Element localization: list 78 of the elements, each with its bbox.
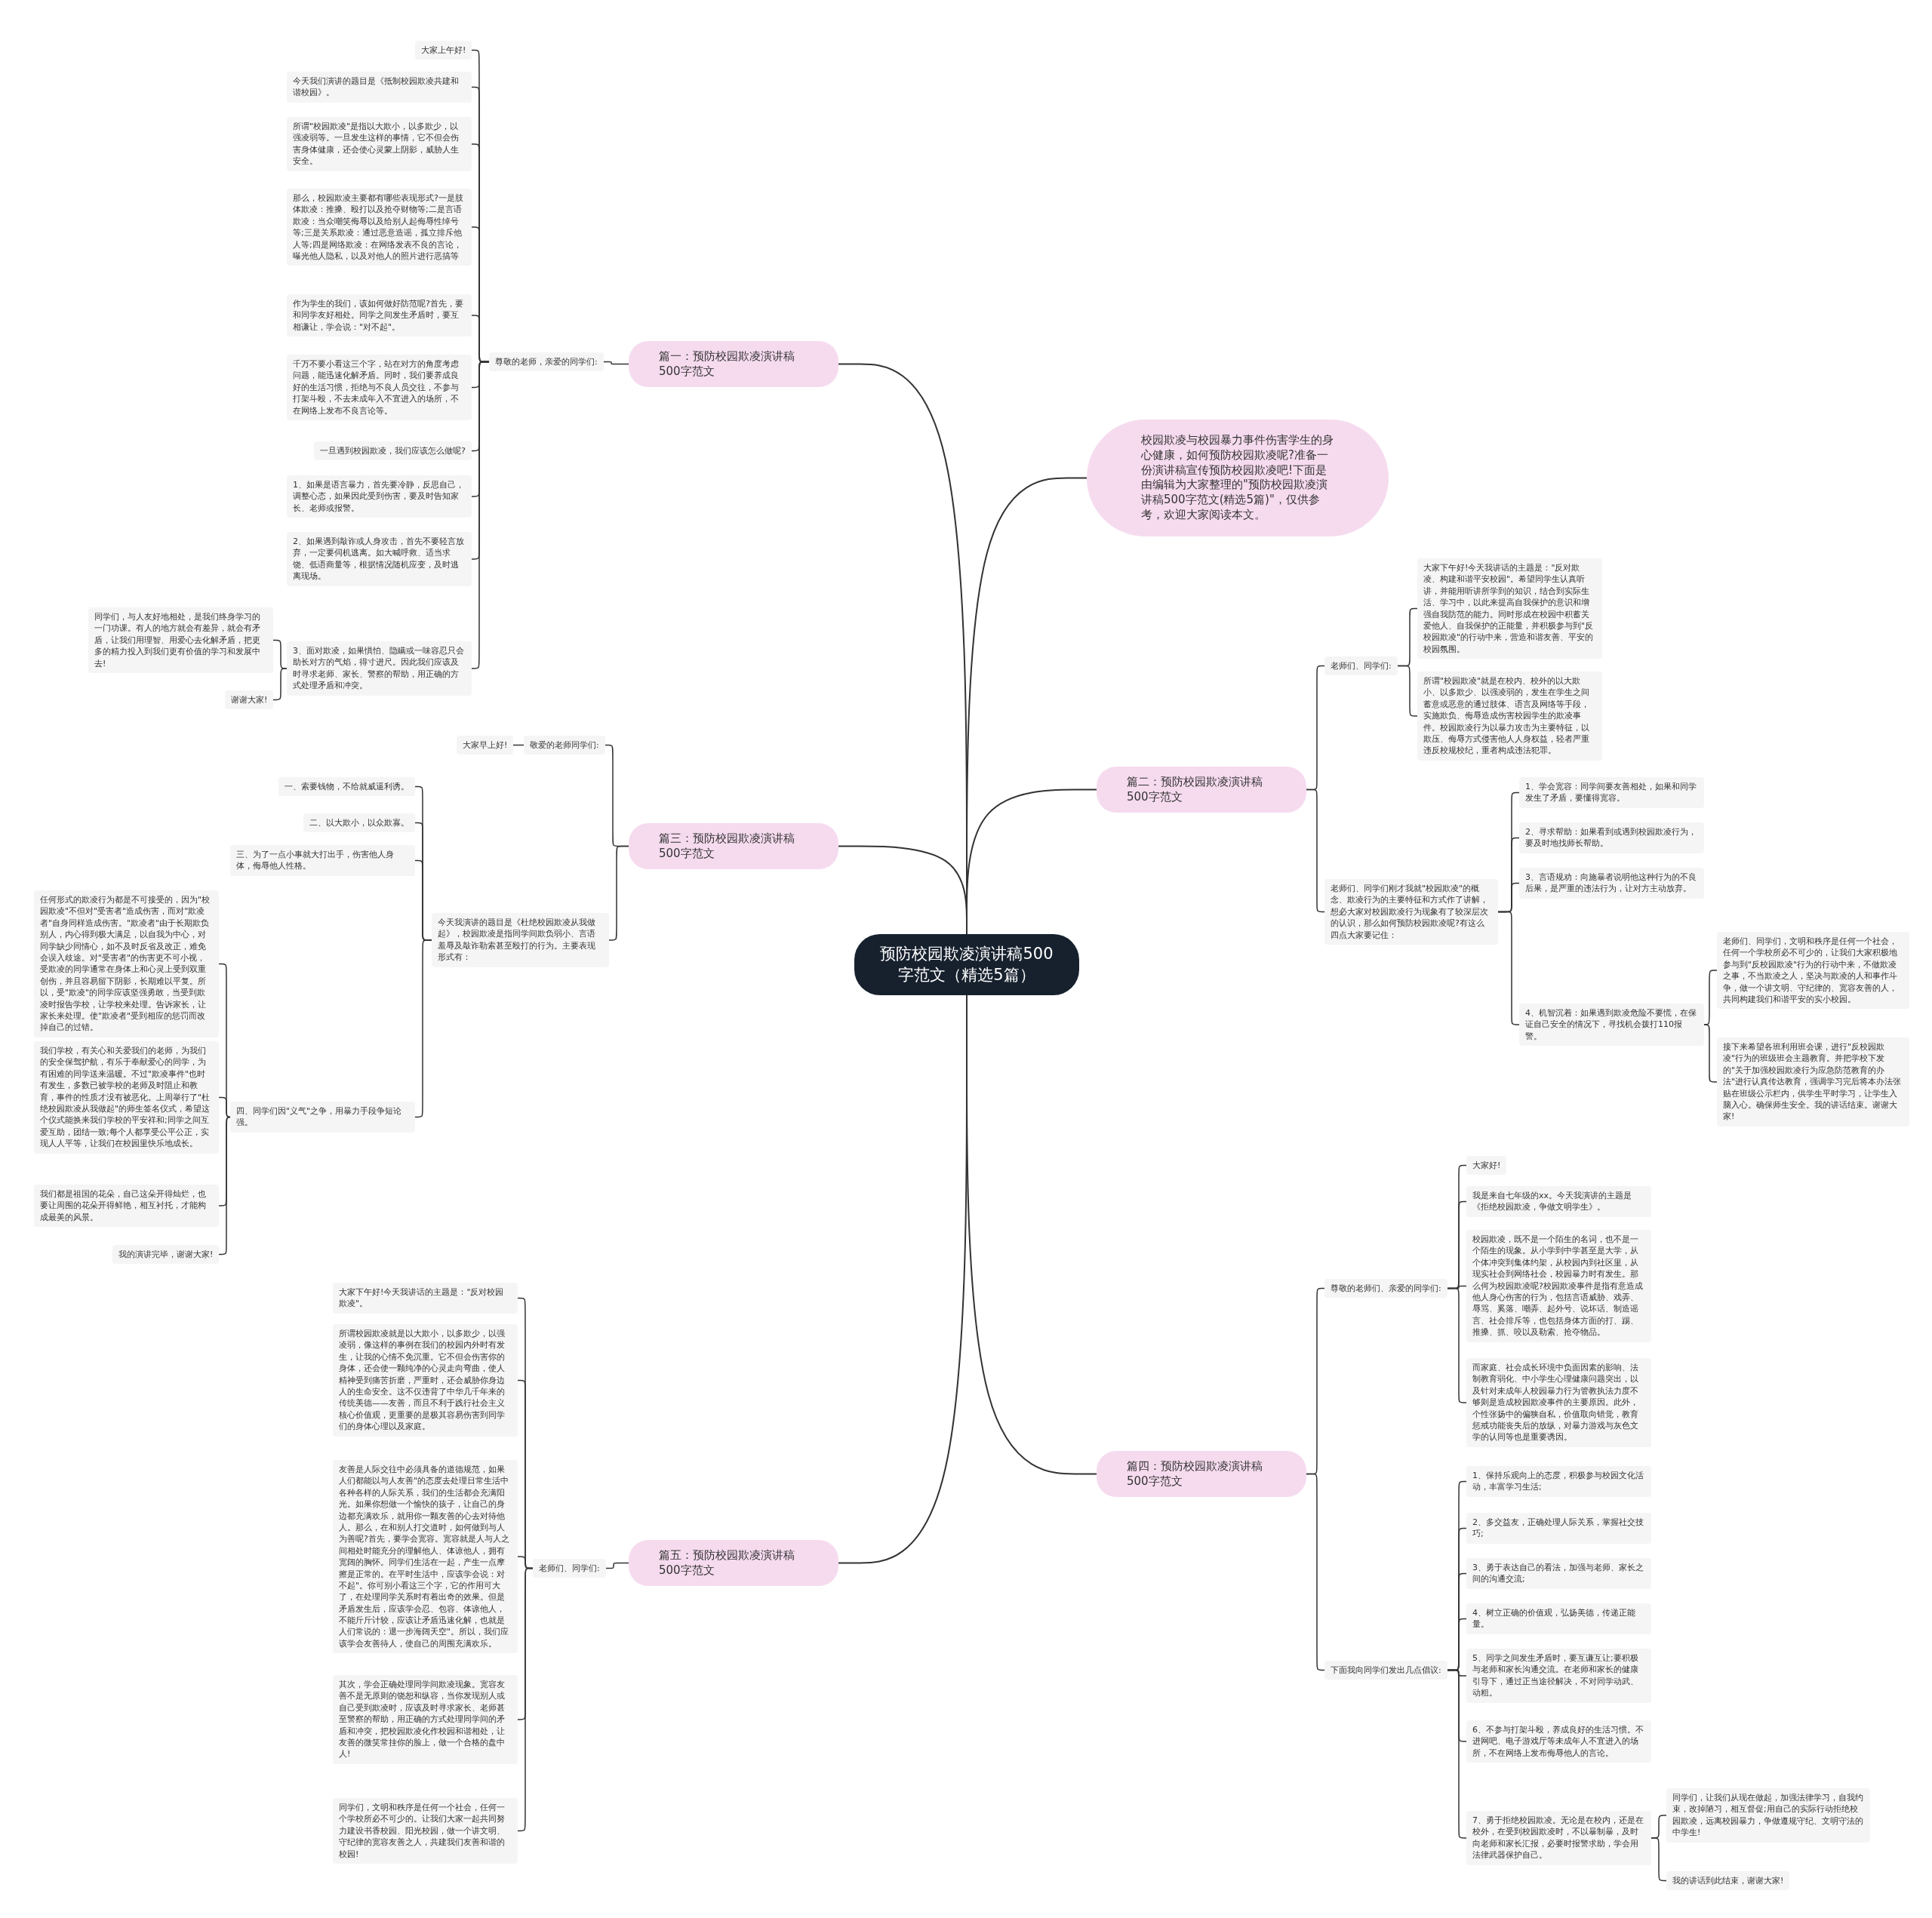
connector-line xyxy=(1651,1837,1667,1882)
branch-topic: 篇一：预防校园欺凌演讲稿500字范文 xyxy=(629,341,838,387)
subtopic-card: 接下来希望各班利用班会课，进行"反校园欺凌"行为的班级班会主题教育。并把学校下发的"关于加强校园欺凌行为应急防范教育的办法"进行认真传达教育，强调学习完后将本办法张贴在班级公示栏内，供学生平时学习，让学生入脑入心。确保师生安全。我的讲话结束。谢谢大家! xyxy=(1717,1037,1909,1127)
subtopic-card: 2、多交益友，正确处理人际关系，掌握社交技巧; xyxy=(1466,1513,1651,1544)
subtopic-card: 而家庭、社会成长环境中负面因素的影响、法制教育弱化、中小学生心理健康问题突出，以及针对未成年人校园暴力行为管教执法力度不够则是造成校园欺凌事件的主要原因。此外，个性张扬中的偏狭自私，价值取向错觉，教育惩戒功能丧失后的放纵，对暴力游戏与灰色文学的认同等也是重要诱因。 xyxy=(1466,1358,1651,1447)
connector-line xyxy=(218,1116,232,1256)
subtopic-card: 作为学生的我们，该如何做好防范呢?首先，要和同学友好相处。同学之间发生矛盾时，要互相谦让，学会说："对不起"。 xyxy=(287,294,472,337)
subtopic-card: 校园欺凌，既不是一个陌生的名词，也不是一个陌生的现象。从小学到中学甚至是大学，从个体冲突到集体约架，从校园内到社区里，从现实社会到网络社会，校园暴力时有发生。那么何为校园欺凌呢?校园欺凌事件是指有意造成他人身心伤害的行为，包括言语威胁、戏弄、辱骂、奚落、嘲弄、起外号、说坏话、制造谣言、社会排斥等，也包括身体方面的打、踢、推搡、抓、咬以及勒索、抢夺物品。 xyxy=(1466,1230,1651,1342)
branch-topic: 篇二：预防校园欺凌演讲稿500字范文 xyxy=(1097,767,1306,813)
subtopic-card: 2、寻求帮助：如果看到或遇到校园欺凌行为，要及时地找师长帮助。 xyxy=(1519,822,1704,853)
subtopic-card: 下面我向同学们发出几点倡议: xyxy=(1324,1661,1447,1680)
subtopic-card: 我们都是祖国的花朵，自己这朵开得灿烂，也要让周围的花朵开得鲜艳，相互衬托，才能构成最美的风景。 xyxy=(34,1185,219,1228)
connector-line xyxy=(272,668,288,701)
subtopic-card: 我是来自七年级的xx。今天我演讲的主题是《拒绝校园欺凌，争做文明学生》。 xyxy=(1466,1186,1651,1217)
subtopic-card: 千万不要小看这三个字，站在对方的角度考虑问题，能迅速化解矛盾。同时，我们要养成良好的生活习惯，拒绝与不良人员交往，不参与打架斗殴，不去未成年入不宜进入的场所，不在网络上发布不良言论等。 xyxy=(287,355,472,420)
subtopic-card: 其次，学会正确处理同学间欺凌现象。宽容友善不是无原则的饶恕和纵容，当你发现别人或自己受到欺凌时，应该及时寻求家长、老师甚至警察的帮助，用正确的方式处理同学间的矛盾和冲突，把校园欺凌化作校园和谐相处，让友善的微笑常挂你的脸上，做一个合格的盘中人! xyxy=(333,1675,518,1764)
subtopic-card: 同学们，文明和秩序是任何一个社会，任何一个学校所必不可少的。让我们大家一起共同努力建设书香校园、阳光校园，做一个讲文明、守纪律的宽容友善之人，共建我们友善和谐的校园! xyxy=(333,1798,518,1864)
subtopic-card: 敬爱的老师同学们: xyxy=(524,736,605,755)
connector-line xyxy=(517,1567,534,1832)
connector-line xyxy=(1447,1669,1467,1839)
subtopic-card: 所谓"校园欺凌"就是在校内、校外的以大欺小、以多欺少、以强凌弱的，发生在学生之间蓄意或恶意的通过肢体、语言及网络等手段，实施欺负、侮辱造成伤害校园学生的欺凌事件。校园欺凌行为以暴力攻击为主要特征，以欺压、侮辱方式侵害他人人身权益，轻者严重违反校规校纪，重者构成违法犯罪。 xyxy=(1417,672,1602,761)
root-topic: 预防校园欺凌演讲稿500字范文（精选5篇） xyxy=(854,934,1079,995)
subtopic-card: 今天我们演讲的题目是《抵制校园欺凌共建和谐校园》。 xyxy=(287,72,472,103)
subtopic-card: 所谓校园欺凌就是以大欺小，以多欺少，以强凌弱，像这样的事例在我们的校园内外时有发生，让我的心情不免沉重。它不但会伤害你的身体，还会使一颗纯净的心灵走向弯曲，使人精神受到痛苦折磨，严重时，还会威胁你身边人的生命安全。这不仅违背了中华几千年来的传统美德——友善，而且不利于践行社会主义核心价值观，更重要的是极其容易伤害到同学们的身体心理以及家庭。 xyxy=(333,1324,518,1437)
subtopic-card: 3、勇于表达自己的看法，加强与老师、家长之间的沟通交流; xyxy=(1466,1558,1651,1589)
subtopic-card: 老师们、同学们: xyxy=(533,1559,606,1578)
connector-line xyxy=(838,845,968,935)
subtopic-card: 4、树立正确的价值观，弘扬美德，传递正能量。 xyxy=(1466,1603,1651,1634)
subtopic-card: 4、机智沉着：如果遇到欺凌危险不要慌，在保证自己安全的情况下，寻找机会拨打110报警。 xyxy=(1519,1004,1704,1047)
subtopic-card: 我的演讲完毕，谢谢大家! xyxy=(112,1245,220,1265)
subtopic-card: 1、学会宽容：同学间要友善相处，如果和同学发生了矛盾，要懂得宽容。 xyxy=(1519,777,1704,808)
subtopic-card: 3、面对欺凌，如果惧怕、隐瞒或一味容忍只会助长对方的气焰，得寸进尺。因此我们应该及时寻求老师、家长、警察的帮助，用正确的方式处理矛盾和冲突。 xyxy=(287,641,472,696)
subtopic-card: 同学们，让我们从现在做起，加强法律学习，自我约束，改掉陋习，相互督促;用自己的实际行动拒绝校园欺凌，远离校园暴力，争做遵规守纪、文明守法的中学生! xyxy=(1666,1788,1870,1843)
subtopic-card: 3、言语规劝：向施暴者说明他这种行为的不良后果，是严重的违法行为，让对方主动放弃。 xyxy=(1519,868,1704,899)
subtopic-card: 三、为了一点小事就大打出手，伤害他人身体，侮辱他人性格。 xyxy=(230,845,415,876)
branch-topic: 篇三：预防校园欺凌演讲稿500字范文 xyxy=(629,823,838,869)
subtopic-card: 一、索要钱物，不给就威逼利诱。 xyxy=(278,777,415,797)
connector-line xyxy=(1306,1473,1325,1671)
subtopic-card: 那么，校园欺凌主要都有哪些表现形式?一是肢体欺凌：推搡、殴打以及抢夺财物等;二是言语欺凌：当众嘲笑侮辱以及给别人起侮辱性绰号等;三是关系欺凌：通过恶意造谣，孤立排斥他人等;四是网络欺凌：在网络发表不良的言论，曝光他人隐私，以及对他人的照片进行恶搞等 xyxy=(287,189,472,266)
subtopic-card: 大家下午好!今天我讲话的主题是："反对校园欺凌"。 xyxy=(333,1283,518,1314)
connector-line xyxy=(1447,1287,1467,1403)
subtopic-card: 友善是人际交往中必须具备的道德规范，如果人们都能以与人友善"的态度去处理日常生活中各种各样的人际关系，我们的生活都会充满阳光。如果你想做一个愉快的孩子，让自己的身边都充满欢乐，就用你一颗友善的心去对待他人。那么，在和别人打交道时，如何做到与人为善呢?首先，要学会宽容。宽容就是人与人之间相处时能充分的理解他人、体谅他人，拥有宽阔的胸怀。同学们生活在一起，产生一点摩擦是正常的。在平时生活中，应该学会说：对不起"。你可别小看这三个字，它的作用可大了，在处理同学关系时有着出奇的效果。但是矛盾发生后，应该学会忍、包容、体谅他人，不能斤斤计较，应该让矛盾迅速化解，也就是人们常说的：退一步海阔天空"。所以，我们应该学会友善待人，使自己的周围充满欢乐。 xyxy=(333,1460,518,1654)
subtopic-card: 一旦遇到校园欺凌，我们应该怎么做呢? xyxy=(314,441,472,461)
subtopic-card: 大家上午好! xyxy=(415,41,472,60)
subtopic-card: 老师们、同学们刚才我就"校园欺凌"的概念、欺凌行为的主要特征和方式作了讲解，想必大家对校园欺凌行为现象有了较深层次的认识，那么如何预防校园欺凌呢?有这么四点大家要记住： xyxy=(1324,879,1498,945)
connector-line xyxy=(1497,911,1520,1025)
subtopic-card: 谢谢大家! xyxy=(225,690,274,710)
connector-line xyxy=(414,939,432,1118)
subtopic-card: 四、同学们因"义气"之争，用暴力手段争短论强。 xyxy=(230,1102,415,1133)
subtopic-card: 今天我演讲的题目是《杜绝校园欺凌从我做起》，校园欺凌是指同学间欺负弱小、言语羞辱及敲诈勒索甚至殴打的行为。主要表现形式有： xyxy=(432,913,609,967)
subtopic-card: 7、勇于拒绝校园欺凌。无论是在校内，还是在校外，在受到校园欺凌时，不以暴制暴，及时向老师和家长汇报，必要时报警求助，学会用法律武器保护自己。 xyxy=(1466,1811,1651,1865)
subtopic-card: 1、保持乐观向上的态度，积极参与校园文化活动，丰富学习生活; xyxy=(1466,1466,1651,1497)
subtopic-card: 二、以大欺小，以众欺寡。 xyxy=(303,813,415,833)
subtopic-card: 5、同学之间发生矛盾时，要互谦互让;要积极与老师和家长沟通交流。在老师和家长的健康引导下，通过正当途径解决，不对同学动武、动粗。 xyxy=(1466,1649,1651,1703)
branch-topic: 篇四：预防校园欺凌演讲稿500字范文 xyxy=(1097,1451,1306,1497)
connector-line xyxy=(1703,1024,1718,1083)
connector-line xyxy=(603,361,629,365)
subtopic-card: 老师们、同学们，文明和秩序是任何一个社会，任何一个学校所必不可少的，让我们大家积极地参与到"反校园欺凌"行为的行动中来，不做欺凌之事，不当欺凌之人，坚决与欺凌的人和事作斗争，做一个讲文明、守纪律的、宽容友善的人，共同构建我们和谐平安的实小校园。 xyxy=(1717,932,1909,1010)
subtopic-card: 尊敬的老师们、亲爱的同学们: xyxy=(1324,1279,1447,1299)
connector-line xyxy=(1397,665,1418,717)
subtopic-card: 所谓"校园欺凌"是指以大欺小，以多欺少，以强凌弱等。一旦发生这样的事情，它不但会伤害身体健康，还会使心灵蒙上阴影，威胁人生安全。 xyxy=(287,117,472,171)
subtopic-card: 尊敬的老师，亲爱的同学们: xyxy=(489,352,604,372)
subtopic-card: 6、不参与打架斗殴，养成良好的生活习惯。不进网吧、电子游戏厅等未成年人不宜进入的场所，不在网络上发布侮辱他人的言论。 xyxy=(1466,1720,1651,1763)
branch-topic: 校园欺凌与校园暴力事件伤害学生的身心健康，如何预防校园欺凌呢?准备一份演讲稿宣传预防校园欺凌吧!下面是由编辑为大家整理的"预防校园欺凌演讲稿500字范文(精选5篇)"，仅供参考，欢迎大家阅读本文。 xyxy=(1087,420,1389,536)
subtopic-card: 大家下午好!今天我讲话的主题是："反对欺凌、构建和谐平安校园"。希望同学生认真听讲，并能用听讲所学到的知识，结合到实际生活、学习中，以此来提高自我保护的意识和增强自我防范的能力。同时形成在校园中积蓄关爱他人、自我保护的正能量，并积极参与到"反校园欺凌"的行动中来，营造和谐友善、平安的校园氛围。 xyxy=(1417,558,1602,659)
subtopic-card: 大家好! xyxy=(1466,1156,1507,1176)
subtopic-card: 我的讲话到此结束，谢谢大家! xyxy=(1666,1871,1790,1891)
connector-line xyxy=(1306,788,1325,913)
subtopic-card: 2、如果遇到敲诈或人身攻击，首先不要轻言放弃，一定要伺机逃离。如大喊呼救、适当求饶、低语商量等，根据情况随机应变，及时逃离现场。 xyxy=(287,532,472,586)
connector-line xyxy=(605,1562,629,1569)
branch-topic: 篇五：预防校园欺凌演讲稿500字范文 xyxy=(629,1540,838,1586)
connector-line xyxy=(608,845,629,941)
subtopic-card: 任何形式的欺凌行为都是不可接受的，因为"校园欺凌"不但对"受害者"造成伤害，而对"欺凌者"自身同样造成伤害。"欺凌者"由于长期欺负别人，内心得到极大满足，以自我为中心，对同学缺少同情心，如不及时反省及改正，难免会误入歧途。对"受害者"的伤害更不可小视，受欺凌的同学通常在身体上和心灵上受到双重创伤，并且容易留下阴影，长期难以平复。所以，受"欺凌"的同学应该坚强勇敢，当受到欺凌时报告学校，让学校来处理。告诉家长，让家长来处理。使"欺凌者"受到相应的惩罚而改掉自己的过错。 xyxy=(34,890,219,1037)
subtopic-card: 大家早上好! xyxy=(457,736,514,755)
subtopic-card: 同学们，与人友好地相处，是我们终身学习的一门功课。有人的地方就会有差异，就会有矛盾，让我们用理智、用爱心去化解矛盾，把更多的精力投入到我们更有价值的学习和发展中去! xyxy=(88,607,273,673)
subtopic-card: 我们学校，有关心和关爱我们的老师，为我们的安全保驾护航，有乐于奉献爱心的同学，为有困难的同学送来温暖。不过"欺凌事件"也时有发生，多数已被学校的老师及时阻止和教育，事件的性质才没有被恶化。上周举行了"杜绝校园欺凌从我做起"的师生签名仪式，希望这个仪式能换来我们学校的平安祥和;同学之间互爱互助，团结一致;每个人都享受公平公正，实现人人平等，让我们在校园里快乐地成长。 xyxy=(34,1041,219,1154)
subtopic-card: 1、如果是语言暴力，首先要冷静，反思自己，调整心态，如果因此受到伤害，要及时告知家长、老师或报警。 xyxy=(287,475,472,518)
subtopic-card: 老师们、同学们: xyxy=(1324,656,1398,676)
